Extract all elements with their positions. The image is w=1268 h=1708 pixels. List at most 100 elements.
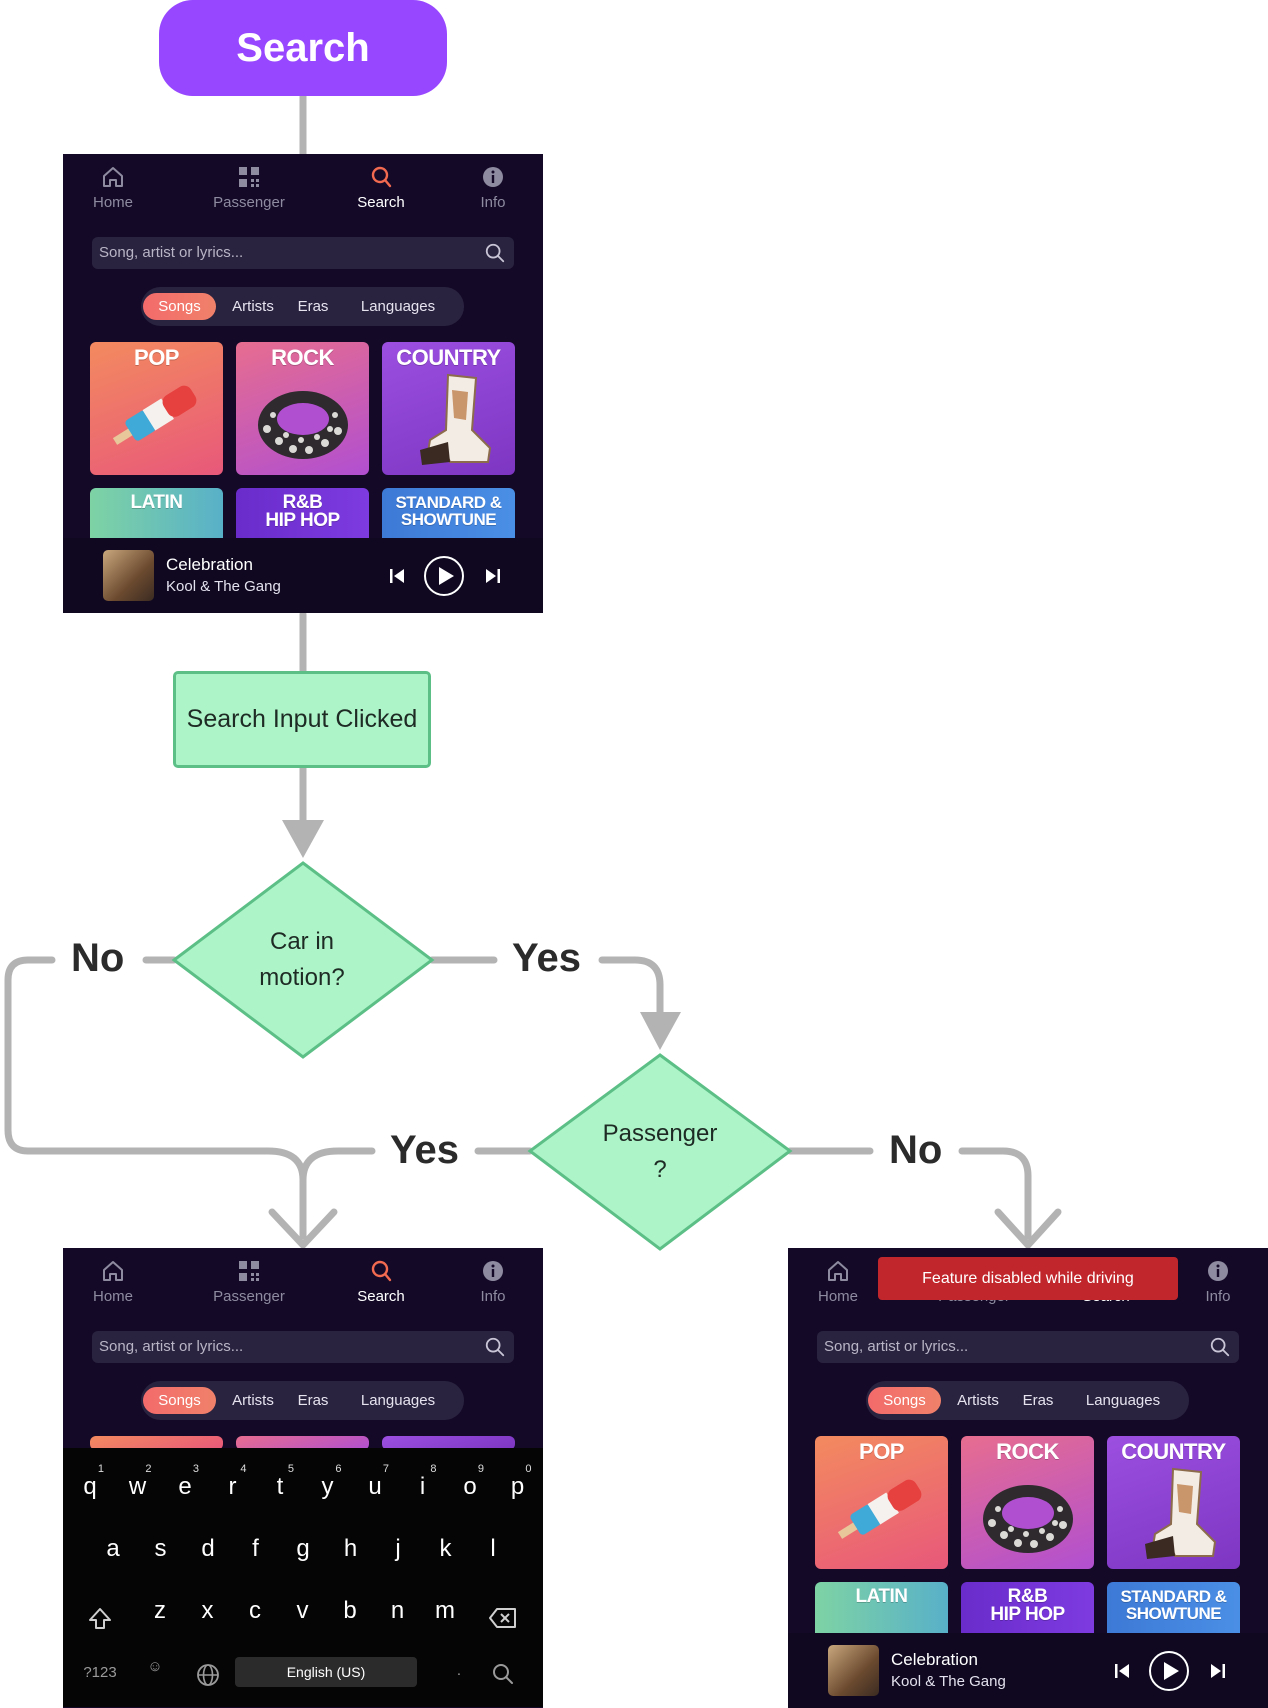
key-s[interactable]: s xyxy=(141,1535,181,1563)
connector-motion-no-down xyxy=(4,956,307,1240)
connector-passenger-no-down xyxy=(958,1147,1032,1240)
play-button[interactable] xyxy=(423,538,465,613)
screen-search-default: Home Passenger Search Info Song, artist … xyxy=(63,154,543,613)
album-art[interactable] xyxy=(828,1645,879,1696)
next-button[interactable] xyxy=(483,538,503,613)
genre-tile-rock[interactable]: ROCK xyxy=(961,1436,1094,1569)
tab-home[interactable]: Home xyxy=(788,1258,888,1305)
key-y-label: y xyxy=(321,1473,334,1500)
genre-pop-label: POP xyxy=(134,345,179,370)
pill-languages[interactable]: Languages xyxy=(1085,1392,1161,1409)
genre-standard-line2: SHOWTUNE xyxy=(400,510,497,529)
shift-key[interactable] xyxy=(80,1606,120,1639)
info-icon xyxy=(443,1258,543,1284)
genre-tile-rock[interactable]: ROCK xyxy=(236,342,369,475)
key-g[interactable]: g xyxy=(283,1535,323,1563)
symbols-key[interactable]: ?123 xyxy=(83,1664,117,1681)
track-title: Celebration xyxy=(891,1650,978,1669)
tab-bar: Home Passenger Search Info xyxy=(63,1248,543,1334)
genre-tile-pop-partial[interactable] xyxy=(90,1436,223,1450)
key-l[interactable]: l xyxy=(473,1535,513,1563)
pill-eras[interactable]: Eras xyxy=(297,1392,329,1409)
pill-songs[interactable]: Songs xyxy=(143,293,216,320)
key-d[interactable]: d xyxy=(188,1535,228,1563)
key-j[interactable]: j xyxy=(378,1535,418,1563)
key-k[interactable]: k xyxy=(426,1535,466,1563)
period-key[interactable]: . xyxy=(456,1662,462,1679)
previous-button[interactable] xyxy=(387,538,407,613)
track-artist: Kool & The Gang xyxy=(166,578,281,595)
keyboard-search-key[interactable] xyxy=(483,1662,523,1693)
next-button[interactable] xyxy=(1208,1633,1228,1708)
edge-label-passenger-no: No xyxy=(889,1128,943,1172)
emoji-key[interactable]: ☺ xyxy=(135,1658,175,1675)
key-v-label: v xyxy=(296,1597,309,1624)
play-button[interactable] xyxy=(1148,1633,1190,1708)
key-c[interactable]: c xyxy=(235,1597,275,1625)
genre-tile-country[interactable]: COUNTRY xyxy=(1107,1436,1240,1569)
previous-button[interactable] xyxy=(1112,1633,1132,1708)
genre-rnb-label: R&B HIP HOP xyxy=(236,493,369,530)
key-b[interactable]: b xyxy=(330,1597,370,1625)
pill-songs[interactable]: Songs xyxy=(143,1387,216,1414)
pill-languages[interactable]: Languages xyxy=(360,298,436,315)
search-input[interactable]: Song, artist or lyrics... xyxy=(92,1331,514,1363)
tab-home[interactable]: Home xyxy=(63,1258,163,1305)
arrowhead-passenger xyxy=(640,1012,681,1050)
backspace-key[interactable] xyxy=(483,1606,523,1637)
spiked-bracelet-icon xyxy=(983,1485,1073,1553)
album-art[interactable] xyxy=(103,550,154,601)
genre-tile-country-partial[interactable] xyxy=(382,1436,515,1450)
pill-eras[interactable]: Eras xyxy=(297,298,329,315)
tab-info[interactable]: Info xyxy=(1168,1258,1268,1305)
key-f[interactable]: f xyxy=(236,1535,276,1563)
genre-tile-pop[interactable]: POP xyxy=(815,1436,948,1569)
genre-tile-country[interactable]: COUNTRY xyxy=(382,342,515,475)
key-m[interactable]: m xyxy=(425,1597,465,1625)
key-a[interactable]: a xyxy=(93,1535,133,1563)
genre-tile-rock-partial[interactable] xyxy=(236,1436,369,1450)
key-x[interactable]: x xyxy=(188,1597,228,1625)
key-z[interactable]: z xyxy=(140,1597,180,1625)
genre-tile-pop[interactable]: POP xyxy=(90,342,223,475)
edge-label-passenger-yes: Yes xyxy=(390,1128,459,1172)
tab-info[interactable]: Info xyxy=(443,164,543,211)
key-n[interactable]: n xyxy=(378,1597,418,1625)
tab-search[interactable]: Search xyxy=(331,164,431,211)
tab-home[interactable]: Home xyxy=(63,164,163,211)
pill-artists[interactable]: Artists xyxy=(957,1392,999,1409)
tab-passenger[interactable]: Passenger xyxy=(199,1258,299,1305)
search-input[interactable]: Song, artist or lyrics... xyxy=(817,1331,1239,1363)
language-key[interactable] xyxy=(188,1662,228,1695)
space-bar[interactable]: English (US) xyxy=(235,1657,417,1687)
tab-passenger[interactable]: Passenger xyxy=(199,164,299,211)
tab-search-label: Search xyxy=(357,1288,405,1305)
pill-artists[interactable]: Artists xyxy=(232,1392,274,1409)
key-h[interactable]: h xyxy=(331,1535,371,1563)
key-d-label: d xyxy=(201,1535,215,1562)
key-t-hint: 5 xyxy=(287,1463,294,1475)
pill-songs[interactable]: Songs xyxy=(868,1387,941,1414)
decision-motion-line1: Car in xyxy=(269,928,335,955)
tab-bar: Home Passenger Search Info xyxy=(63,154,543,240)
key-v[interactable]: v xyxy=(283,1597,323,1625)
pill-artists[interactable]: Artists xyxy=(232,298,274,315)
tab-search[interactable]: Search xyxy=(331,1258,431,1305)
info-icon xyxy=(443,164,543,190)
pill-eras[interactable]: Eras xyxy=(1022,1392,1054,1409)
search-input[interactable]: Song, artist or lyrics... xyxy=(92,237,514,269)
play-icon xyxy=(1149,1650,1189,1691)
screen-search-disabled: Home Passenger Search Info Feature disab… xyxy=(788,1248,1268,1708)
tab-info[interactable]: Info xyxy=(443,1258,543,1305)
pill-languages[interactable]: Languages xyxy=(360,1392,436,1409)
